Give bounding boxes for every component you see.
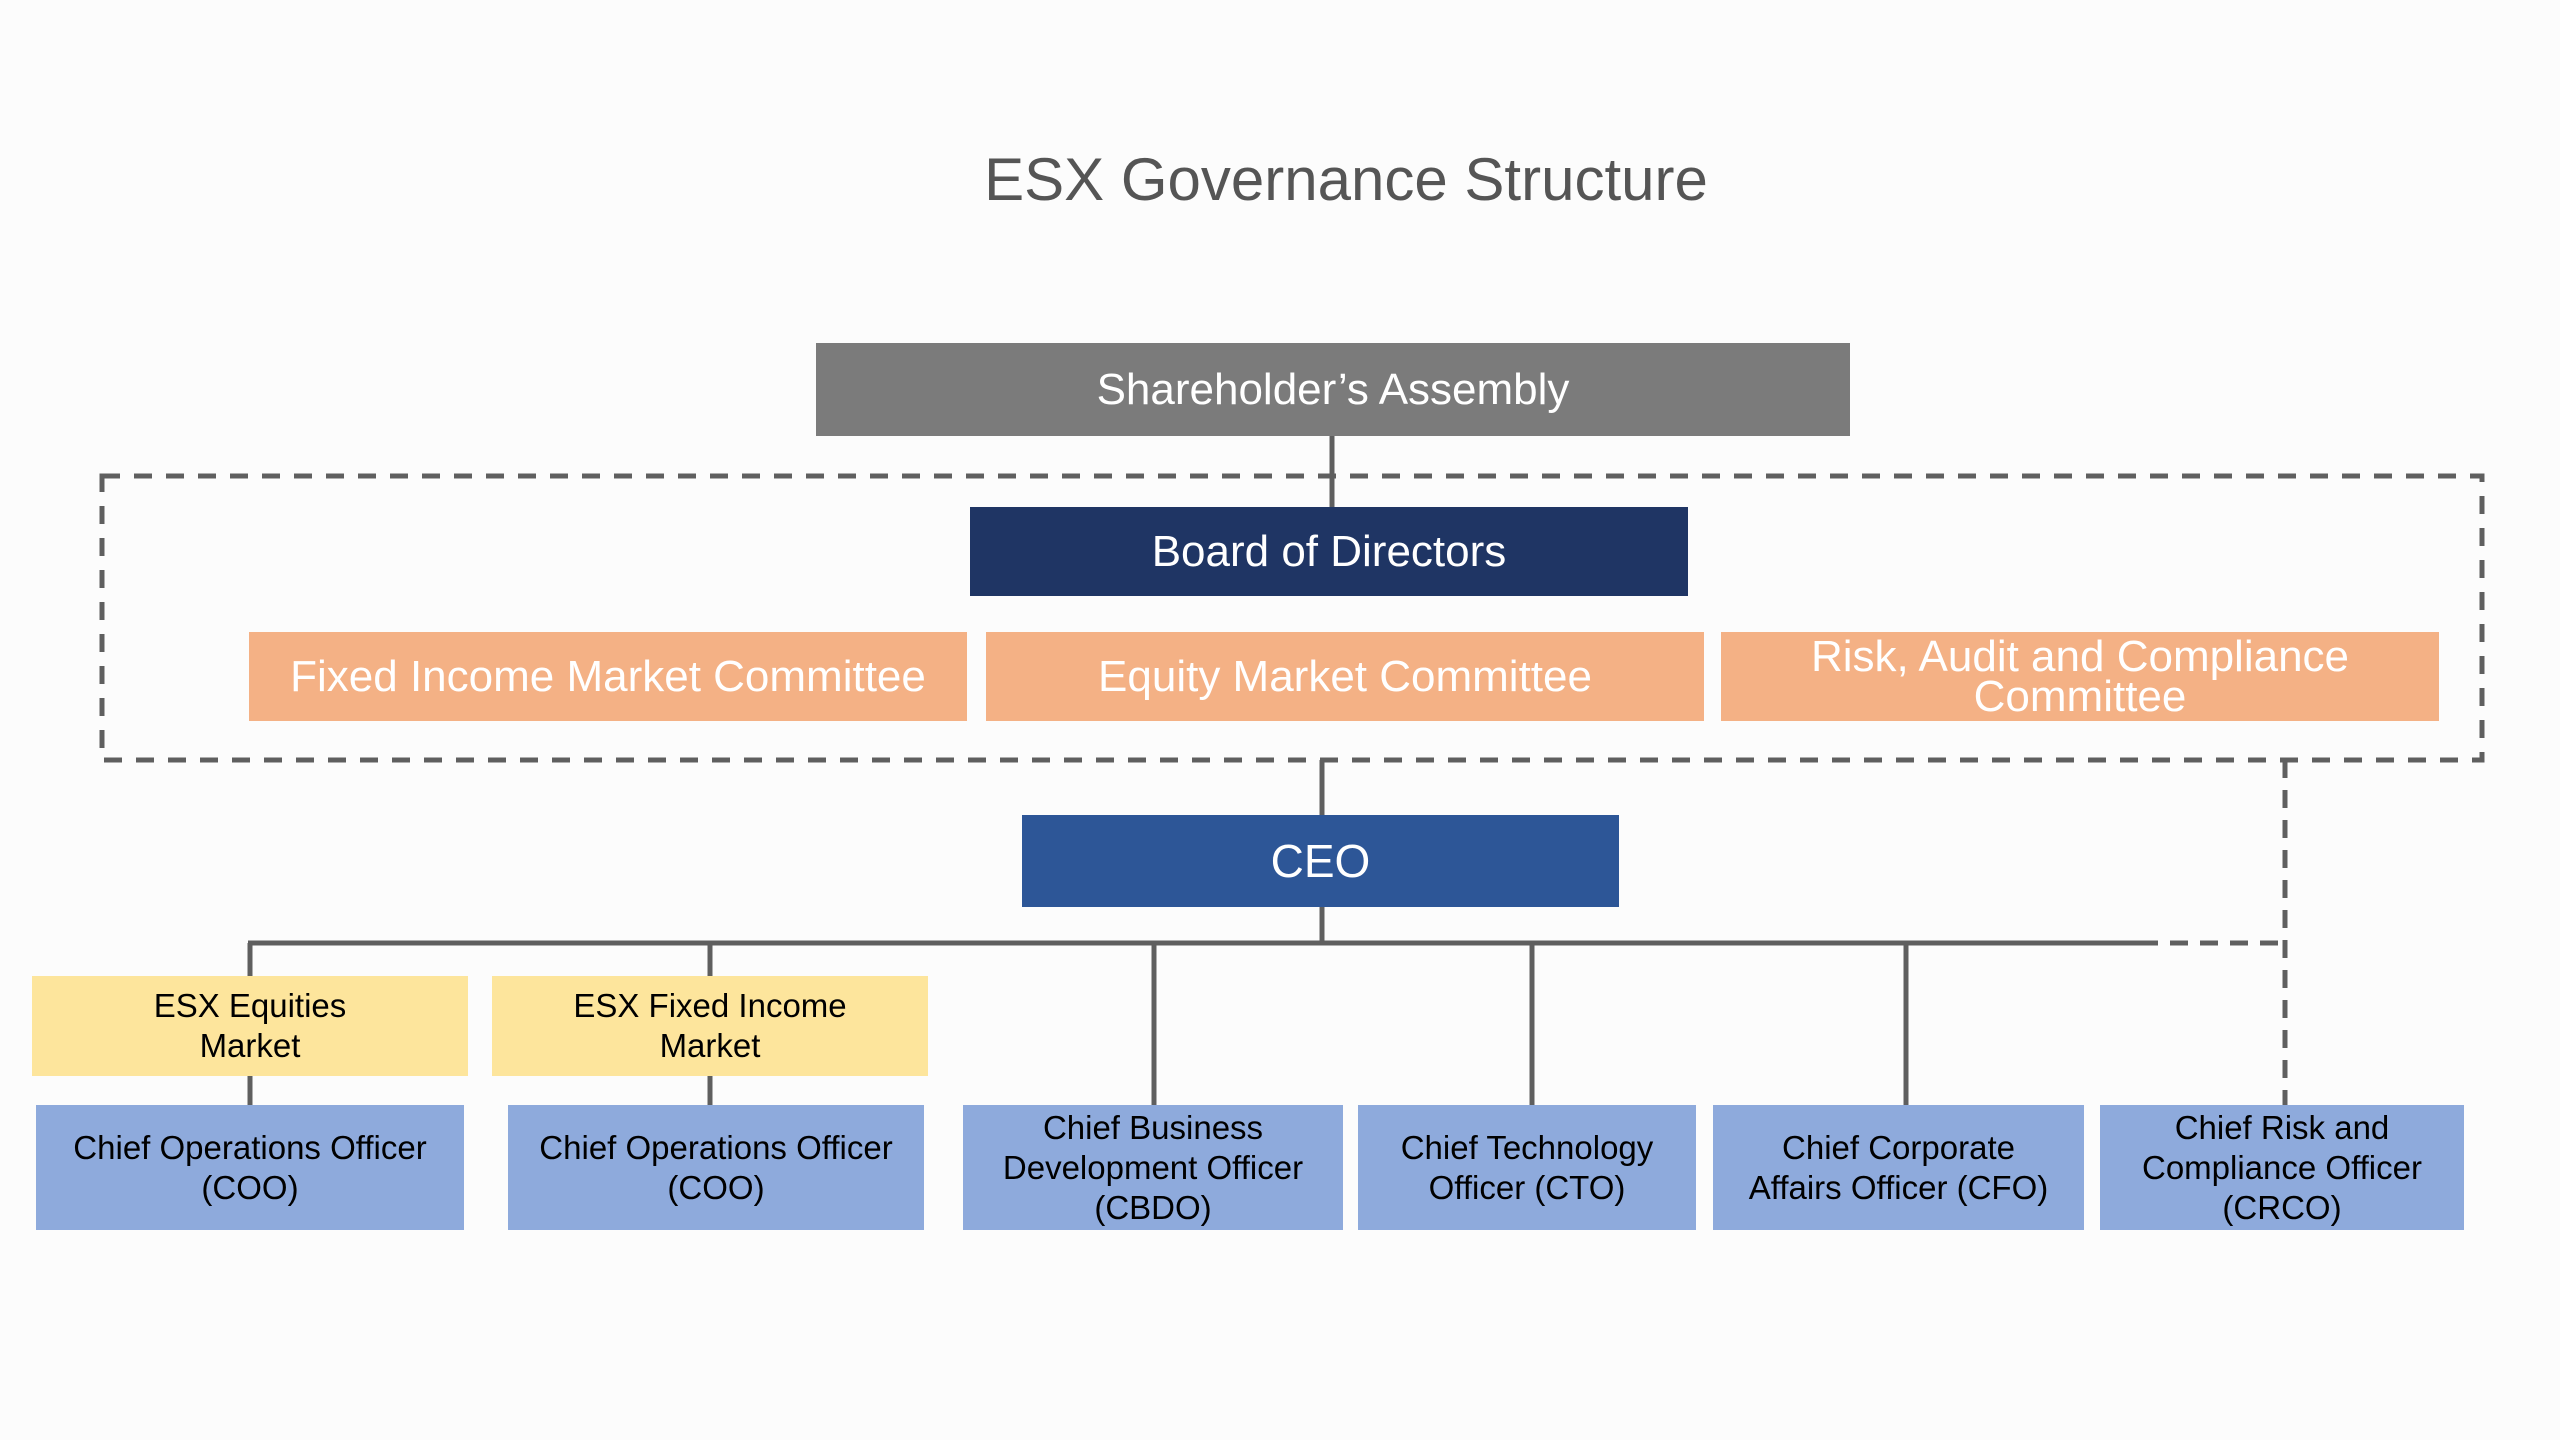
board-of-directors-label: Board of Directors (1151, 526, 1507, 576)
cbdo-label: Chief Business Development Officer (CBDO… (1002, 1108, 1304, 1226)
chart-title: ESX Governance Structure (984, 146, 1708, 213)
cto-box: Chief Technology Officer (CTO) (1358, 1105, 1696, 1230)
esx-equities-market-label: ESX Equities Market (153, 987, 347, 1064)
shareholders-assembly-box: Shareholder’s Assembly (816, 343, 1850, 436)
ceo-box: CEO (1022, 815, 1619, 907)
equity-committee-label: Equity Market Committee (1098, 651, 1592, 701)
shareholders-assembly-label: Shareholder’s Assembly (1096, 364, 1570, 414)
risk-audit-compliance-committee-label: Risk, Audit and Compliance Committee (1810, 631, 2350, 721)
ceo-label: CEO (1270, 835, 1371, 887)
cbdo-box: Chief Business Development Officer (CBDO… (963, 1105, 1343, 1230)
esx-fixed-income-market-label: ESX Fixed Income Market (573, 987, 847, 1064)
fixed-income-committee-box: Fixed Income Market Committee (249, 632, 967, 721)
equities-coo-label: Chief Operations Officer (COO) (73, 1128, 427, 1206)
crco-label: Chief Risk and Compliance Officer (CRCO) (2141, 1108, 2422, 1226)
esx-equities-market-box: ESX Equities Market (32, 976, 468, 1076)
fixed-income-coo-label: Chief Operations Officer (COO) (539, 1128, 893, 1206)
esx-fixed-income-market-box: ESX Fixed Income Market (492, 976, 928, 1076)
cfo-label: Chief Corporate Affairs Officer (CFO) (1748, 1128, 2049, 1206)
cto-label: Chief Technology Officer (CTO) (1400, 1128, 1654, 1206)
risk-audit-compliance-committee-box: Risk, Audit and Compliance Committee (1721, 632, 2439, 721)
fixed-income-committee-label: Fixed Income Market Committee (290, 651, 926, 701)
fixed-income-coo-box: Chief Operations Officer (COO) (508, 1105, 924, 1230)
equity-committee-box: Equity Market Committee (986, 632, 1704, 721)
crco-box: Chief Risk and Compliance Officer (CRCO) (2100, 1105, 2464, 1230)
board-group-dashed-outline (99, 473, 2485, 763)
equities-coo-box: Chief Operations Officer (COO) (36, 1105, 464, 1230)
cfo-box: Chief Corporate Affairs Officer (CFO) (1713, 1105, 2084, 1230)
board-of-directors-box: Board of Directors (970, 507, 1688, 596)
